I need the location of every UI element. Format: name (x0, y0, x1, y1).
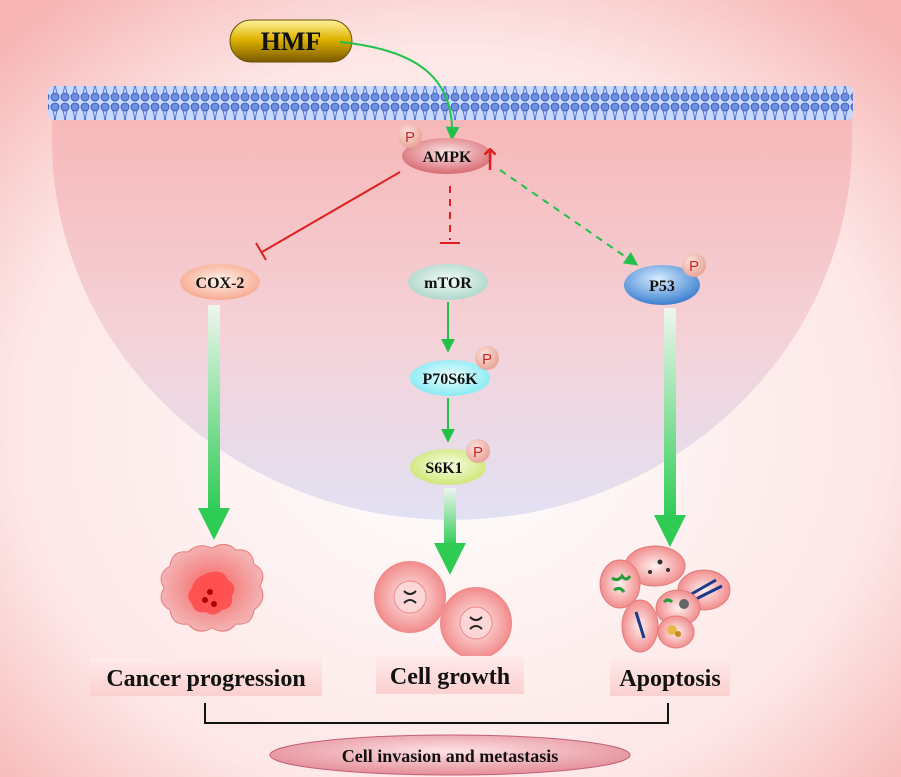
s6k1-phospho-label: P (473, 444, 483, 461)
cell-membrane (48, 86, 853, 120)
ampk-to-p53-arrow (499, 169, 639, 266)
p70s6k-phospho-icon (475, 346, 499, 370)
ampk-label: AMPK (423, 149, 472, 166)
cox2-to-cancer-arrow (198, 305, 230, 540)
p53-phospho-icon (682, 253, 706, 277)
cell-interior (52, 110, 852, 520)
outcome-cancer: Cancer progression (90, 658, 322, 696)
s6k1-label: S6K1 (425, 460, 462, 477)
ampk-up-arrow: ↑ (477, 143, 502, 178)
hmf-node: HMF (229, 19, 353, 63)
hmf-label: HMF (261, 27, 322, 56)
outcome-growth: Cell growth (376, 656, 524, 694)
dividing-cells-illustration (374, 561, 512, 659)
p53-label: P53 (649, 278, 675, 295)
mtor-node: mTOR (408, 264, 488, 300)
p70s6k-phospho-label: P (482, 351, 492, 368)
p70s6k-label: P70S6K (422, 371, 478, 388)
tumor-illustration (160, 544, 264, 632)
p70s6k-node: P70S6K P (410, 346, 499, 396)
hmf-to-ampk-arrow (339, 41, 460, 141)
ampk-phospho-icon (398, 124, 422, 148)
outcome-growth-label: Cell growth (390, 664, 510, 690)
outcome-apoptosis-label: Apoptosis (619, 666, 720, 692)
apoptotic-cells-illustration (599, 545, 731, 653)
cox2-node: COX-2 (180, 264, 260, 300)
mtor-label: mTOR (424, 275, 472, 292)
p53-phospho-label: P (689, 258, 699, 275)
ampk-inhibits-mtor (440, 186, 460, 244)
metastasis-label: Cell invasion and metastasis (342, 746, 559, 766)
outcome-cancer-label: Cancer progression (106, 666, 305, 692)
ampk-inhibits-cox2 (255, 171, 401, 261)
ampk-node: AMPK P ↑ (398, 124, 503, 178)
cox2-label: COX-2 (196, 275, 245, 292)
s6k1-phospho-icon (466, 439, 490, 463)
p53-to-apoptosis-arrow (654, 308, 686, 547)
outcome-bracket (204, 703, 669, 724)
ampk-phospho-label: P (405, 129, 415, 146)
s6k1-node: S6K1 P (410, 439, 490, 485)
s6k1-to-growth-arrow (434, 488, 466, 575)
metastasis-node: Cell invasion and metastasis (269, 734, 631, 776)
p53-node: P53 P (624, 253, 706, 305)
outcome-apoptosis: Apoptosis (610, 658, 730, 696)
